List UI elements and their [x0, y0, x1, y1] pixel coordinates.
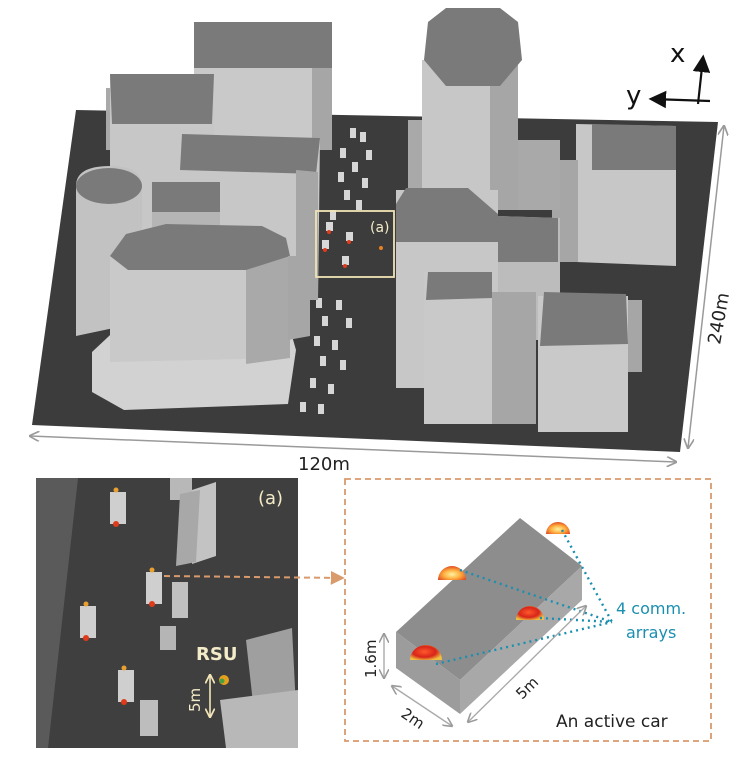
zoom-box — [315, 210, 395, 278]
zoom-marker-label: (a) — [370, 220, 390, 236]
rsu-distance-label: 5m — [186, 688, 204, 712]
building — [92, 224, 310, 410]
height-dimension-label: 1.6m — [362, 640, 380, 678]
length-dimension-line — [688, 126, 724, 448]
inset-label: (a) — [258, 488, 283, 509]
width-car-dimension-line — [392, 686, 452, 726]
y-axis-label: y — [626, 81, 641, 111]
length-dimension-label: 240m — [704, 291, 734, 346]
length-car-dimension-line — [468, 606, 586, 722]
width-dimension-label: 120m — [298, 454, 350, 475]
building — [152, 182, 220, 232]
building — [422, 8, 522, 210]
width-dimension-line — [30, 436, 676, 462]
car-detail-panel: 4 comm. arrays 1.6m 2m 5m An active car — [344, 478, 712, 742]
antenna-icon — [410, 645, 442, 660]
inset-cars — [80, 487, 162, 705]
antenna-icon — [438, 566, 466, 580]
arrays-label-line1: 4 comm. — [616, 599, 686, 618]
city-map: (a) 120m 240m x y — [30, 8, 734, 475]
building — [518, 124, 676, 266]
arrays-label-line2: arrays — [626, 623, 676, 642]
zoom-inset: (a) RSU 5m — [36, 478, 298, 748]
building — [424, 272, 536, 424]
building — [538, 292, 642, 432]
x-axis-label: x — [670, 39, 685, 69]
detail-caption: An active car — [556, 712, 668, 732]
rsu-label: RSU — [196, 644, 237, 665]
building — [194, 22, 332, 150]
zoom-cars — [322, 222, 383, 268]
axes-indicator: x y — [626, 39, 711, 111]
antenna-icon — [546, 522, 570, 534]
street-cars — [300, 128, 372, 414]
